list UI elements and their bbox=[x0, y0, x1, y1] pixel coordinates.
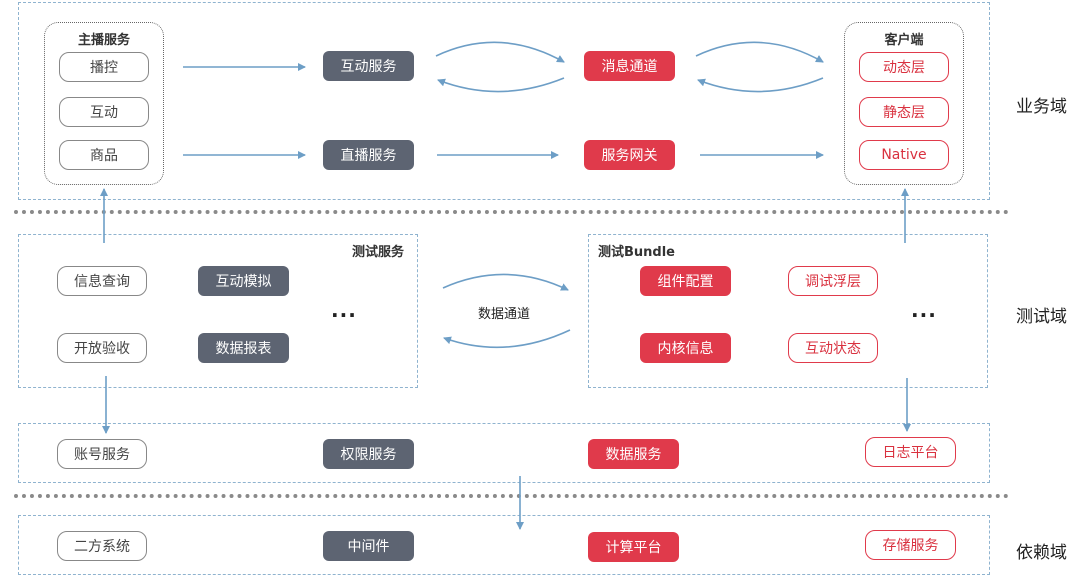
business-test-separator bbox=[14, 210, 1009, 214]
arrow-data-channel-left bbox=[443, 329, 571, 349]
message-channel-box[interactable]: 消息通道 bbox=[584, 51, 675, 81]
interaction-service-box[interactable]: 互动服务 bbox=[323, 51, 414, 81]
test-bundle-region bbox=[588, 234, 988, 388]
dependency-domain-region bbox=[18, 515, 990, 575]
test-dependency-separator bbox=[14, 494, 1009, 498]
test-item-interaction-simulation[interactable]: 互动模拟 bbox=[198, 266, 289, 296]
second-party-system-box[interactable]: 二方系统 bbox=[57, 531, 147, 561]
arrow-interaction-to-message bbox=[435, 41, 565, 63]
storage-service-box[interactable]: 存储服务 bbox=[865, 530, 956, 560]
test-service-ellipsis: ... bbox=[331, 298, 357, 322]
bundle-item-kernel-info[interactable]: 内核信息 bbox=[640, 333, 731, 363]
bundle-item-component-config[interactable]: 组件配置 bbox=[640, 266, 731, 296]
permission-service-box[interactable]: 权限服务 bbox=[323, 439, 414, 469]
bundle-item-debug-overlay[interactable]: 调试浮层 bbox=[788, 266, 878, 296]
client-item-static-layer[interactable]: 静态层 bbox=[859, 97, 949, 127]
business-domain-region bbox=[18, 2, 990, 200]
compute-platform-box[interactable]: 计算平台 bbox=[588, 532, 679, 562]
anchor-service-group bbox=[44, 22, 164, 185]
arrow-message-to-client bbox=[695, 41, 824, 63]
anchor-service-title: 主播服务 bbox=[77, 33, 130, 48]
test-service-title: 测试服务 bbox=[352, 245, 405, 260]
test-item-data-report[interactable]: 数据报表 bbox=[198, 333, 289, 363]
business-domain-label: 业务域 bbox=[1016, 97, 1067, 117]
account-service-box[interactable]: 账号服务 bbox=[57, 439, 147, 469]
test-bundle-title: 测试Bundle bbox=[598, 245, 675, 260]
anchor-item-playback-control[interactable]: 播控 bbox=[59, 52, 149, 82]
live-service-box[interactable]: 直播服务 bbox=[323, 140, 414, 170]
common-services-region bbox=[18, 423, 990, 483]
test-bundle-ellipsis: ... bbox=[911, 298, 937, 322]
client-item-native[interactable]: Native bbox=[859, 140, 949, 170]
bundle-item-interaction-state[interactable]: 互动状态 bbox=[788, 333, 878, 363]
log-platform-box[interactable]: 日志平台 bbox=[865, 437, 956, 467]
middleware-box[interactable]: 中间件 bbox=[323, 531, 414, 561]
anchor-item-goods[interactable]: 商品 bbox=[59, 140, 149, 170]
test-item-info-query[interactable]: 信息查询 bbox=[57, 266, 147, 296]
client-group bbox=[844, 22, 964, 185]
client-title: 客户端 bbox=[884, 33, 924, 48]
data-service-box[interactable]: 数据服务 bbox=[588, 439, 679, 469]
test-item-open-acceptance[interactable]: 开放验收 bbox=[57, 333, 147, 363]
anchor-item-interaction[interactable]: 互动 bbox=[59, 97, 149, 127]
service-gateway-box[interactable]: 服务网关 bbox=[584, 140, 675, 170]
data-channel-label: 数据通道 bbox=[478, 307, 531, 322]
test-service-region bbox=[18, 234, 418, 388]
dependency-domain-label: 依赖域 bbox=[1016, 543, 1067, 563]
test-domain-label: 测试域 bbox=[1016, 307, 1067, 327]
arrow-data-channel-right bbox=[442, 273, 569, 291]
client-item-dynamic-layer[interactable]: 动态层 bbox=[859, 52, 949, 82]
arrow-message-to-interaction bbox=[437, 77, 565, 93]
arrow-client-to-message bbox=[697, 77, 824, 93]
